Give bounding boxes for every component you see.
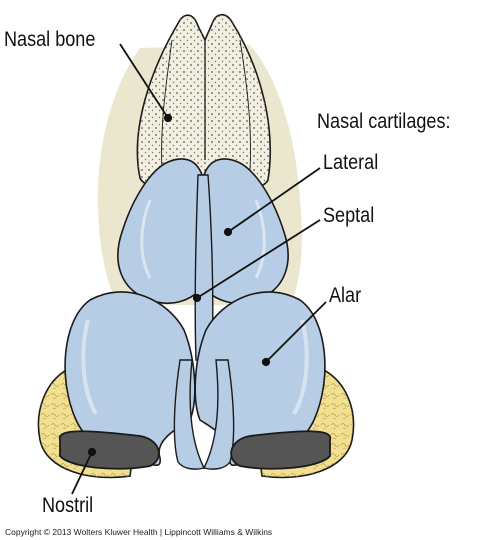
label-alar: Alar [329, 284, 362, 307]
leader-dot-nasal-bone [163, 113, 173, 123]
label-lateral: Lateral [323, 151, 379, 174]
label-nasal-cartilages: Nasal cartilages: [317, 110, 451, 133]
copyright-notice: Copyright © 2013 Wolters Kluwer Health |… [5, 527, 273, 537]
leader-alar [265, 301, 327, 363]
leader-dot-alar [261, 357, 271, 367]
nasal-bone [136, 13, 271, 196]
label-nasal-bone: Nasal bone [4, 28, 96, 51]
alar-cartilage [64, 291, 326, 470]
nostril [59, 430, 331, 470]
leader-dot-septal [192, 293, 202, 303]
leader-lines [71, 43, 327, 495]
label-nostril: Nostril [42, 494, 94, 517]
label-septal: Septal [323, 204, 375, 227]
leader-nasal-bone [119, 43, 169, 119]
leader-dot-lateral [223, 227, 233, 237]
leader-lateral [227, 167, 321, 233]
leader-dot-nostril [87, 447, 97, 457]
lateral-cartilage [117, 158, 289, 305]
leader-septal [196, 219, 321, 299]
leader-nostril [71, 451, 93, 495]
